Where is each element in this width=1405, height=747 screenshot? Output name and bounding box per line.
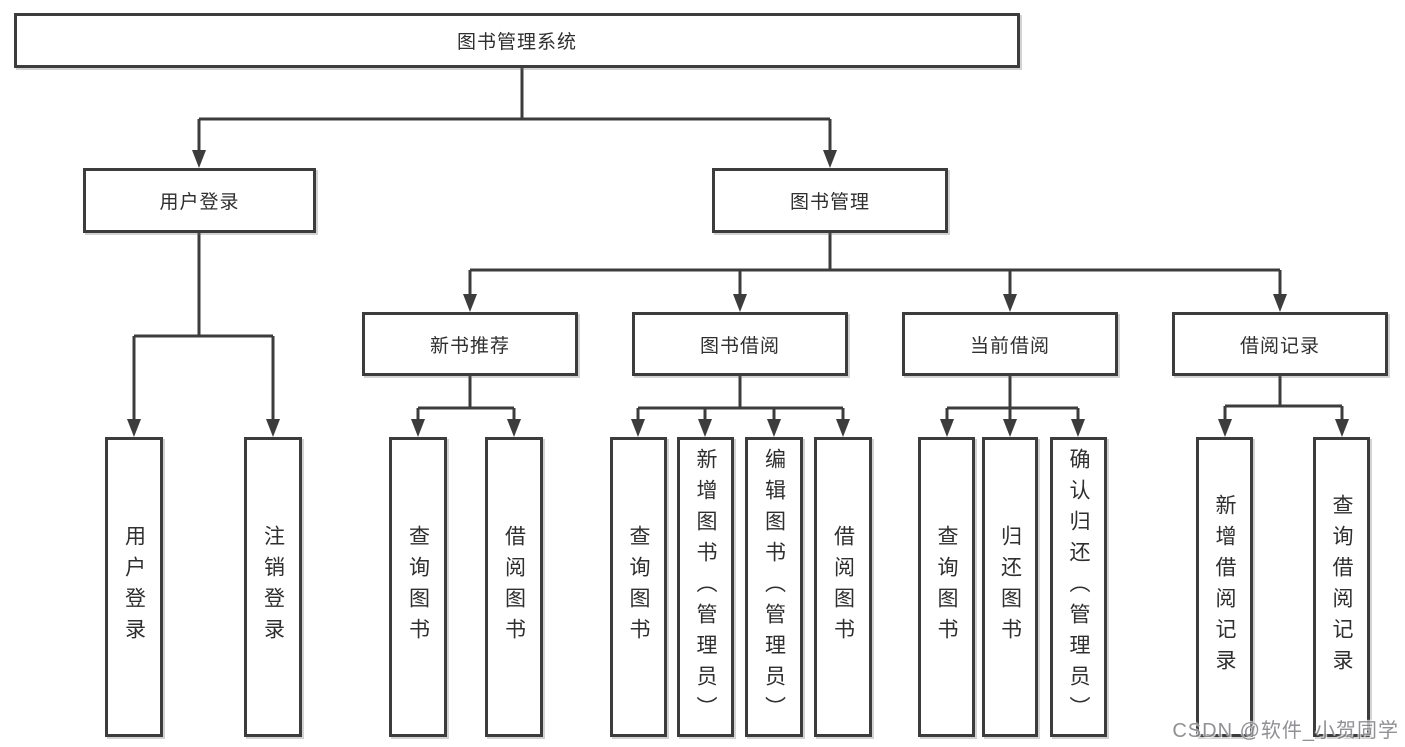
node-book-management-label: 图书管理 <box>789 192 870 213</box>
leaf-edit-book-admin: 编辑图书（管理员） <box>745 437 803 737</box>
node-user-login-label: 用户登录 <box>159 192 240 213</box>
leaf-edit-book-admin-label: 编辑图书（管理员） <box>762 447 786 727</box>
leaf-query-book-label: 查询图书 <box>406 525 430 649</box>
leaf-borrow-book-2: 借阅图书 <box>814 437 872 737</box>
leaf-add-book-admin: 新增图书（管理员） <box>677 437 734 737</box>
leaf-query-book-3-label: 查询图书 <box>935 525 958 649</box>
node-new-book-recommend: 新书推荐 <box>362 312 578 376</box>
node-book-borrow: 图书借阅 <box>632 312 848 376</box>
leaf-user-login: 用户登录 <box>105 437 163 737</box>
leaf-add-book-admin-label: 新增图书（管理员） <box>694 447 717 727</box>
leaf-return-book: 归还图书 <box>982 437 1038 737</box>
node-new-book-recommend-label: 新书推荐 <box>429 335 510 357</box>
node-book-management: 图书管理 <box>712 168 948 233</box>
leaf-logout: 注销登录 <box>244 437 302 737</box>
node-borrow-record: 借阅记录 <box>1172 312 1388 376</box>
node-root-label: 图书管理系统 <box>456 32 577 53</box>
leaf-query-borrow-record-label: 查询借阅记录 <box>1330 494 1353 680</box>
leaf-query-borrow-record: 查询借阅记录 <box>1313 437 1370 737</box>
leaf-borrow-book-2-label: 借阅图书 <box>831 525 855 649</box>
node-current-borrow: 当前借阅 <box>902 312 1118 376</box>
leaf-query-book: 查询图书 <box>389 437 447 737</box>
node-user-login: 用户登录 <box>83 168 316 233</box>
node-current-borrow-label: 当前借阅 <box>969 335 1050 357</box>
leaf-query-book-2-label: 查询图书 <box>627 525 650 649</box>
leaf-add-borrow-record: 新增借阅记录 <box>1196 437 1253 737</box>
arrowheads <box>127 150 1349 437</box>
leaf-add-borrow-record-label: 新增借阅记录 <box>1213 494 1236 680</box>
leaf-query-book-2: 查询图书 <box>610 437 667 737</box>
leaf-confirm-return-admin-label: 确认归还（管理员） <box>1067 447 1090 727</box>
leaf-confirm-return-admin: 确认归还（管理员） <box>1050 437 1107 737</box>
leaf-logout-label: 注销登录 <box>261 525 285 649</box>
node-borrow-record-label: 借阅记录 <box>1239 335 1320 357</box>
leaf-return-book-label: 归还图书 <box>998 525 1022 649</box>
leaf-borrow-book-label: 借阅图书 <box>502 525 526 649</box>
leaf-query-book-3: 查询图书 <box>918 437 975 737</box>
node-book-borrow-label: 图书借阅 <box>699 335 780 357</box>
leaf-user-login-label: 用户登录 <box>122 525 146 649</box>
leaf-borrow-book: 借阅图书 <box>485 437 543 737</box>
csdn-watermark: CSDN @软件_小贺同学 <box>1172 720 1399 742</box>
node-root: 图书管理系统 <box>14 13 1020 68</box>
